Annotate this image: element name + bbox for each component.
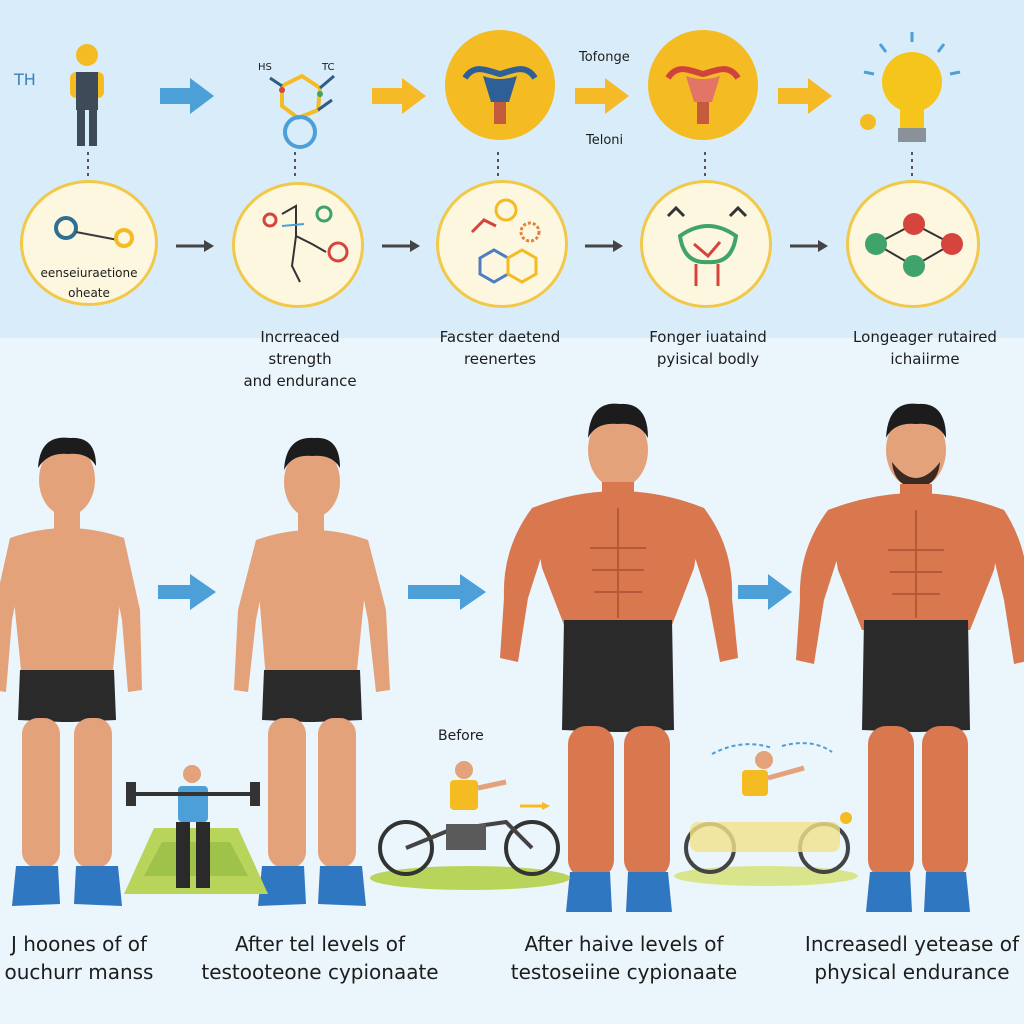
arrow-right-icon [372, 78, 426, 114]
receptor-icon [666, 205, 748, 286]
molecule-icon [269, 73, 335, 149]
arrow-right-icon [585, 240, 623, 252]
label-4-line-1: Longeager rutaired [853, 328, 997, 346]
weightlifting-scene [124, 765, 268, 894]
reproductive-organ-icon [665, 66, 741, 124]
tofonge-label: Tofonge [579, 50, 630, 65]
process-circle-4 [640, 180, 772, 308]
arrow-right-icon [738, 574, 792, 610]
arrow-right-icon [158, 574, 216, 610]
label-3-line-2: pyisical bodly [656, 350, 760, 368]
caption-1-line-2: ouchurr manss [4, 960, 154, 984]
man-figure-1 [0, 437, 142, 906]
teloni-label: Teloni [586, 133, 624, 148]
connection-diagram-icon [54, 216, 134, 248]
caption-3-line-1: After haive levels of [524, 932, 724, 956]
connector-lines [87, 152, 913, 180]
cycling-scene-after [674, 742, 858, 886]
reproductive-organ-icon [462, 66, 538, 124]
label-1-line-1: Incrreaced [260, 328, 340, 346]
bottom-panel [0, 338, 1024, 1024]
caption-3-line-2: testoseiine cypionaate [510, 960, 738, 984]
caption-4-line-1: Increasedl yetease of [804, 932, 1020, 956]
molecule-label-left: HS [258, 62, 272, 73]
light-bulb-icon [860, 32, 961, 142]
cycling-scene-before [370, 761, 570, 890]
man-figure-4 [796, 403, 1024, 912]
label-4-line-2: ichaiirme [890, 350, 960, 368]
arrow-right-icon [790, 240, 828, 252]
before-label: Before [438, 728, 484, 744]
man-figure-2 [234, 437, 390, 906]
molecular-structure-icon [262, 204, 349, 283]
arrow-right-icon [575, 78, 629, 114]
caption-2-line-2: testooteone cypionaate [201, 960, 439, 984]
network-nodes-icon [865, 213, 963, 277]
th-label: TH [14, 70, 36, 89]
molecule-label-right: TC [322, 62, 335, 73]
arrow-right-icon [160, 78, 214, 114]
caption-2-line-1: After tel levels of [234, 932, 406, 956]
caption-4-line-2: physical endurance [814, 960, 1010, 984]
process-circle-1 [20, 180, 158, 306]
hexagon-molecule-icon [470, 198, 541, 284]
circle-1-text-1: eenseiuraetione [40, 266, 138, 280]
person-icon [70, 44, 104, 146]
label-3-line-1: Fonger iuataind [649, 328, 767, 346]
arrow-right-icon [408, 574, 486, 610]
label-2-line-1: Facster daetend [439, 328, 561, 346]
label-2-line-2: reenertes [463, 350, 537, 368]
arrow-right-icon [382, 240, 420, 252]
arrow-right-icon [778, 78, 832, 114]
label-1-line-2: strength [268, 350, 332, 368]
label-1-line-3: and endurance [243, 372, 357, 390]
circle-1-text-2: oheate [68, 286, 110, 300]
arrow-right-icon [176, 240, 214, 252]
man-figure-3 [500, 403, 738, 912]
caption-1-line-1: J hoones of of [10, 932, 148, 956]
